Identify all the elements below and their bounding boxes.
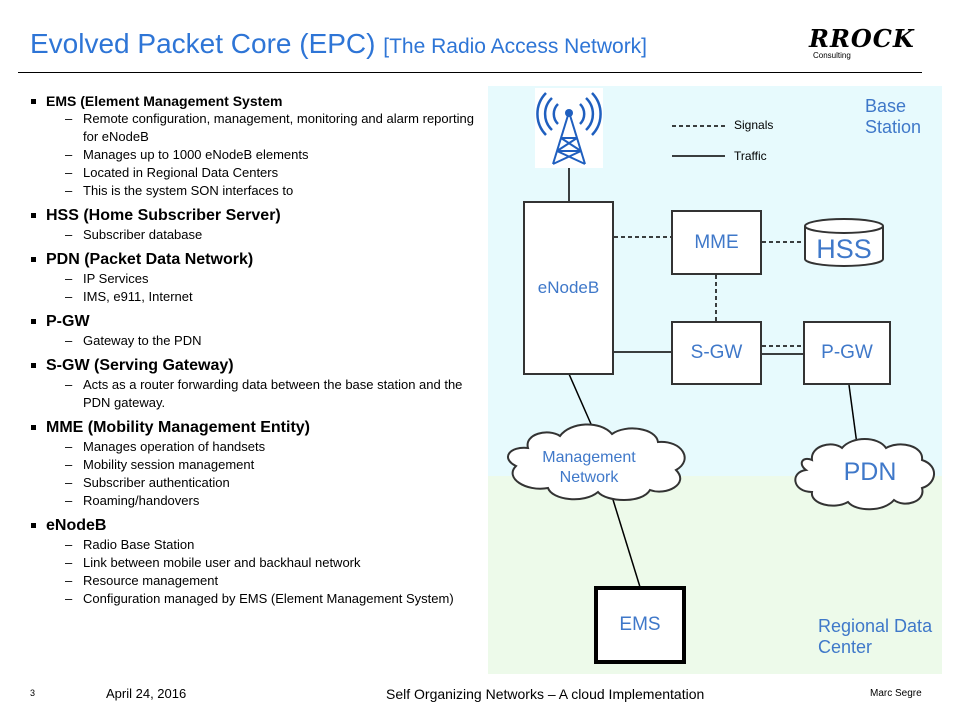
zone-label-regional-data-center: Regional Data Center (818, 616, 933, 657)
hss-node: HSS (805, 232, 883, 266)
enodeb-label: eNodeB (537, 278, 600, 297)
section-heading: EMS (Element Management System (30, 92, 490, 110)
enodeb-node: eNodeB (523, 201, 614, 375)
list-item: Configuration managed by EMS (Element Ma… (30, 590, 490, 608)
section-heading: eNodeB (30, 516, 490, 536)
legend-signals-label: Signals (734, 118, 774, 132)
list-item: Radio Base Station (30, 536, 490, 554)
section-sgw: S-GW (Serving Gateway) Acts as a router … (30, 356, 490, 412)
list-item: Located in Regional Data Centers (30, 164, 490, 182)
legend-traffic-label: Traffic (734, 149, 767, 163)
list-item: Gateway to the PDN (30, 332, 490, 350)
logo-tagline: Consulting (813, 51, 851, 60)
section-pgw: P-GW Gateway to the PDN (30, 312, 490, 350)
zone-label-base-station: Base Station (865, 96, 922, 137)
cell-tower-icon (535, 88, 603, 168)
section-ems: EMS (Element Management System Remote co… (30, 92, 490, 200)
mme-label: MME (694, 231, 739, 253)
management-network-cloud (507, 423, 686, 501)
list-item: Acts as a router forwarding data between… (30, 376, 490, 412)
mgmt-ems-link (609, 489, 641, 588)
rrock-logo: RROCK Consulting (805, 24, 925, 64)
footer-date: April 24, 2016 (106, 686, 187, 701)
pdn-label: PDN (843, 458, 897, 486)
title-suffix: [The Radio Access Network] (383, 35, 648, 58)
section-heading: MME (Mobility Management Entity) (30, 418, 490, 438)
pdn-cloud (794, 438, 935, 511)
pgw-node: P-GW (803, 321, 891, 385)
list-item: Roaming/handovers (30, 492, 490, 510)
list-item: Link between mobile user and backhaul ne… (30, 554, 490, 572)
hss-database-icon (804, 218, 884, 267)
list-item: Manages operation of handsets (30, 438, 490, 456)
list-item: IMS, e911, Internet (30, 288, 490, 306)
section-heading: S-GW (Serving Gateway) (30, 356, 490, 376)
slide-title: Evolved Packet Core (EPC) [The Radio Acc… (30, 28, 647, 60)
list-item: Subscriber authentication (30, 474, 490, 492)
pgw-label: P-GW (821, 342, 873, 363)
sgw-label: S-GW (690, 342, 743, 363)
mme-node: MME (671, 210, 762, 275)
page-number: 3 (30, 688, 36, 698)
section-heading: P-GW (30, 312, 490, 332)
section-heading: PDN (Packet Data Network) (30, 250, 490, 270)
hss-label: HSS (816, 233, 872, 264)
title-rule (18, 72, 922, 73)
title-main: Evolved Packet Core (EPC) (30, 28, 376, 59)
list-item: Subscriber database (30, 226, 490, 244)
sgw-node: S-GW (671, 321, 762, 385)
list-item: Manages up to 1000 eNodeB elements (30, 146, 490, 164)
management-network-label: Management Network (542, 449, 636, 486)
logo-brand: RROCK (809, 24, 915, 53)
section-mme: MME (Mobility Management Entity) Manages… (30, 418, 490, 510)
section-heading: HSS (Home Subscriber Server) (30, 206, 490, 226)
ems-node: EMS (594, 586, 686, 664)
footer-author: Marc Segre (870, 688, 922, 699)
section-enodeb: eNodeB Radio Base Station Link between m… (30, 516, 490, 608)
list-item: Mobility session management (30, 456, 490, 474)
list-item: IP Services (30, 270, 490, 288)
list-item: Resource management (30, 572, 490, 590)
section-pdn: PDN (Packet Data Network) IP Services IM… (30, 250, 490, 306)
list-item: Remote configuration, management, monito… (30, 110, 490, 146)
footer-title: Self Organizing Networks – A cloud Imple… (386, 686, 705, 702)
section-hss: HSS (Home Subscriber Server) Subscriber … (30, 206, 490, 244)
bullet-list: EMS (Element Management System Remote co… (30, 92, 490, 608)
list-item: This is the system SON interfaces to (30, 182, 490, 200)
ems-label: EMS (619, 614, 661, 635)
